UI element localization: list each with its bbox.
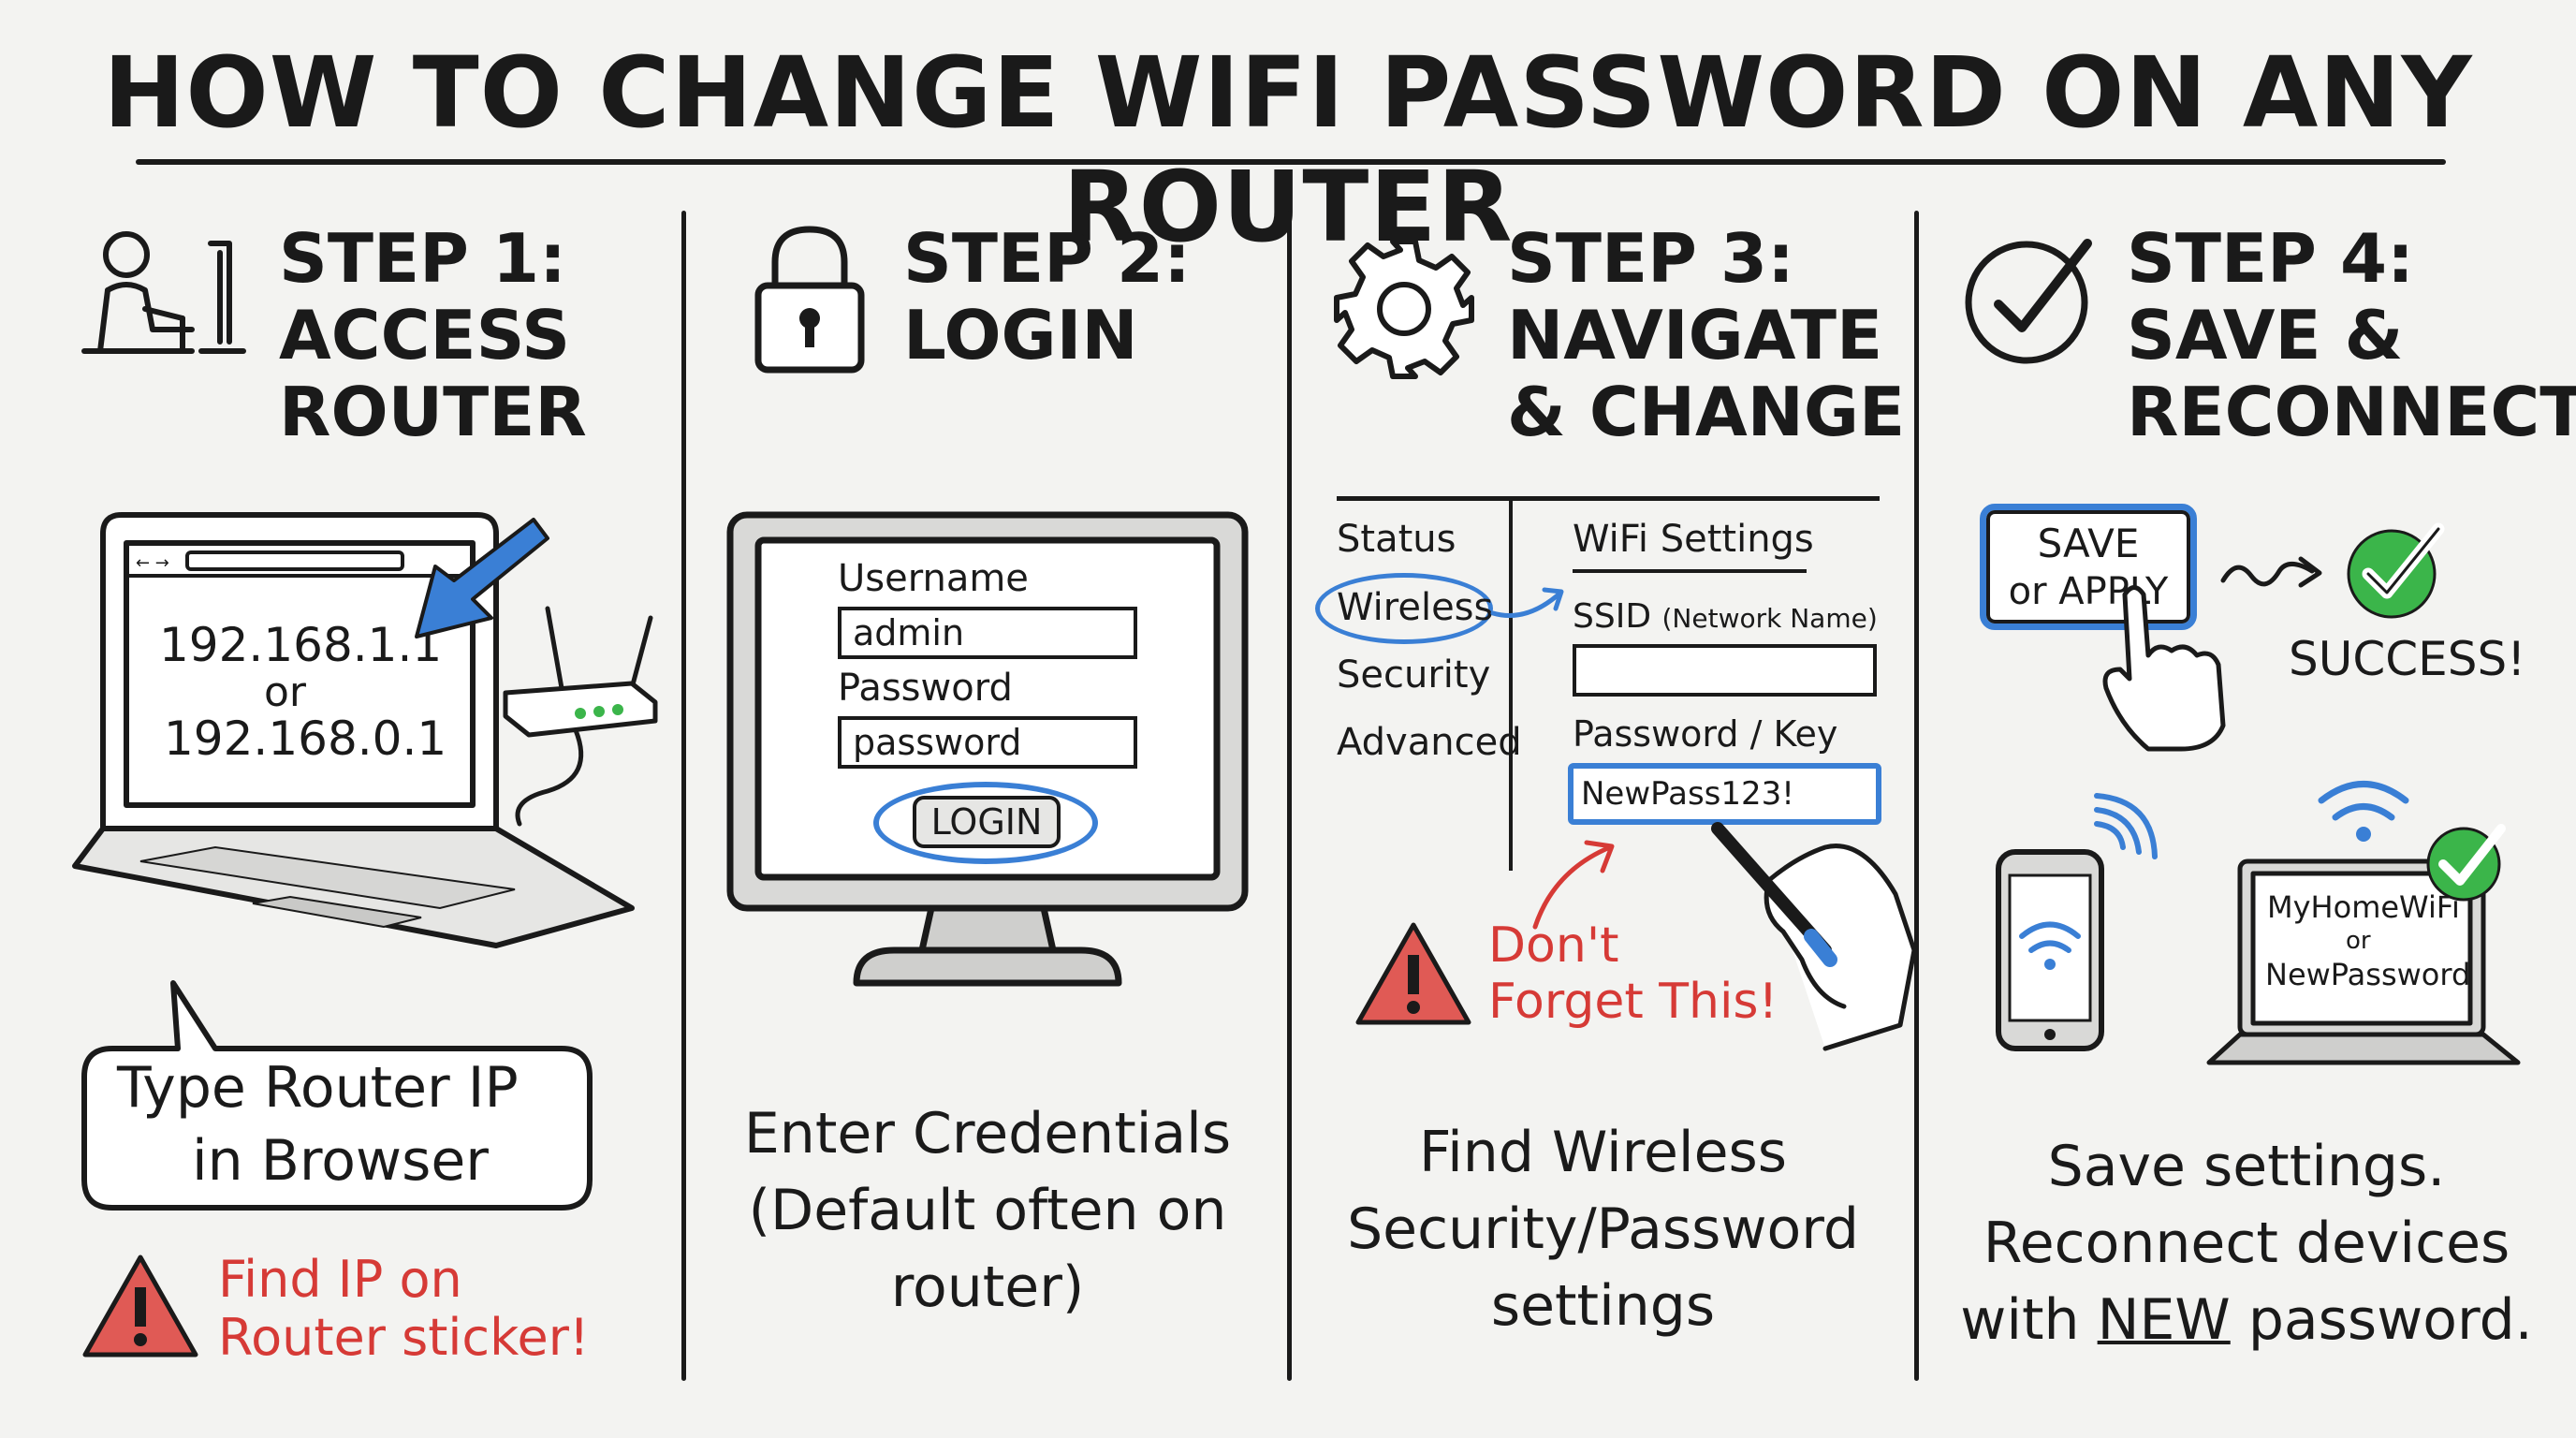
menu-item-advanced[interactable]: Advanced — [1337, 721, 1522, 764]
step3-warning-line2: Forget This! — [1488, 974, 1778, 1030]
step1-title-line2: ACCESS — [279, 296, 571, 374]
speech-bubble — [81, 980, 593, 1211]
step3-title-line2: NAVIGATE — [1507, 296, 1883, 374]
step1-warning-line2: Router sticker! — [218, 1308, 590, 1367]
reconnect-laptop-line3: NewPassword — [2265, 957, 2471, 992]
step3-caption-line2: Security/Password — [1347, 1196, 1859, 1262]
password-key-value: NewPass123! — [1581, 775, 1794, 813]
step4-title-line3: RECONNECT — [2127, 373, 2576, 451]
laptop-screen-ip-1: 192.168.1.1 — [159, 618, 443, 672]
writing-hand-icon — [1711, 822, 1917, 1051]
reconnect-laptop-line2: or — [2346, 927, 2371, 955]
step2-caption-line3: router) — [890, 1255, 1085, 1320]
svg-text:← →: ← → — [136, 553, 169, 573]
password-value: password — [853, 722, 1022, 763]
step4-title-line1: STEP 4: — [2127, 219, 2414, 298]
step2-caption: Enter Credentials (Default often on rout… — [693, 1095, 1282, 1326]
step2-title: STEP 2: LOGIN — [903, 220, 1191, 374]
laptop-screen-or: or — [264, 668, 307, 716]
ssid-note: (Network Name) — [1661, 603, 1878, 634]
step4-title-line2: SAVE & — [2127, 296, 2404, 374]
column-divider-2 — [1287, 211, 1292, 1381]
success-check-icon — [2347, 522, 2445, 619]
login-button-highlight — [873, 782, 1098, 864]
phone-signal-icon — [2094, 793, 2158, 859]
step1-title-line3: ROUTER — [279, 373, 587, 451]
warning-icon-step3 — [1355, 922, 1471, 1025]
step1-bubble-line1: Type Router IP — [117, 1055, 519, 1121]
step4-title: STEP 4: SAVE & RECONNECT — [2127, 220, 2576, 450]
step1-warning-line1: Find IP on — [218, 1250, 462, 1309]
settings-panel-top-rule — [1337, 496, 1880, 501]
step2-caption-line2: (Default often on — [748, 1178, 1227, 1243]
step2-title-line1: STEP 2: — [903, 219, 1191, 298]
step2-caption-line1: Enter Credentials — [743, 1101, 1232, 1167]
step3-warning-line1: Don't — [1488, 917, 1619, 974]
menu-item-status[interactable]: Status — [1337, 518, 1456, 561]
save-apply-button[interactable]: SAVE or APPLY — [1980, 504, 2197, 630]
column-divider-3 — [1914, 211, 1919, 1381]
laptop-screen-ip-2: 192.168.0.1 — [164, 712, 447, 766]
page-title: HOW TO CHANGE WIFI PASSWORD ON ANY ROUTE… — [103, 36, 2473, 264]
settings-panel-divider — [1509, 501, 1513, 871]
smartphone-icon — [1996, 849, 2104, 1051]
ssid-label: SSID (Network Name) — [1573, 597, 1878, 636]
login-button-label: LOGIN — [930, 801, 1043, 843]
step1-title: STEP 1: ACCESS ROUTER — [279, 220, 587, 450]
password-input[interactable]: password — [838, 716, 1137, 769]
step4-caption-line1: Save settings. — [2047, 1134, 2446, 1199]
red-arrow-icon — [1532, 840, 1615, 930]
step3-caption-line1: Find Wireless — [1418, 1120, 1788, 1185]
step1-title-line1: STEP 1: — [279, 219, 566, 298]
laptop-wifi-icon — [2318, 781, 2409, 842]
step4-caption-line3: with NEW password. — [1924, 1282, 2569, 1358]
password-key-input[interactable]: NewPass123! — [1568, 763, 1881, 825]
checkmark-circle-icon — [1965, 239, 2092, 364]
warning-icon — [82, 1255, 198, 1357]
title-underline — [136, 159, 2446, 165]
step3-title-line3: & CHANGE — [1507, 373, 1906, 451]
step4-caption-line2: Reconnect devices — [1983, 1211, 2510, 1276]
step1-bubble-line2: in Browser — [192, 1128, 489, 1194]
save-button-line1: SAVE — [2037, 521, 2140, 566]
password-key-label: Password / Key — [1573, 713, 1838, 755]
menu-item-wireless-highlight — [1315, 573, 1493, 644]
ssid-input[interactable] — [1573, 644, 1877, 697]
login-button[interactable]: LOGIN — [913, 796, 1061, 848]
ssid-label-text: SSID — [1573, 597, 1652, 636]
router-icon — [503, 606, 658, 827]
person-at-computer-icon — [81, 231, 246, 354]
wifi-settings-title: WiFi Settings — [1573, 518, 1814, 561]
menu-item-wireless[interactable]: Wireless — [1337, 586, 1494, 629]
step3-caption-line3: settings — [1490, 1273, 1716, 1339]
menu-item-security[interactable]: Security — [1337, 653, 1491, 697]
username-label: Username — [838, 557, 1029, 600]
step3-title-line1: STEP 3: — [1507, 219, 1794, 298]
step4-caption-pre: with — [1960, 1287, 2098, 1353]
squiggle-arrow-icon — [2220, 556, 2322, 588]
wifi-settings-underline — [1573, 569, 1807, 573]
step3-title: STEP 3: NAVIGATE & CHANGE — [1507, 220, 1905, 450]
step4-caption-post: password. — [2230, 1287, 2533, 1353]
blue-arrow-icon — [415, 518, 549, 638]
step4-caption-new: NEW — [2097, 1287, 2231, 1353]
password-label: Password — [838, 667, 1013, 710]
username-value: admin — [853, 612, 965, 653]
laptop-illustration: ← → — [72, 512, 635, 948]
column-divider-1 — [681, 211, 686, 1381]
reconnect-laptop-illustration — [2206, 858, 2521, 1065]
gear-icon — [1334, 239, 1474, 379]
laptop-check-icon — [2426, 824, 2506, 902]
step2-title-line2: LOGIN — [903, 296, 1138, 374]
step4-caption: Save settings. Reconnect devices with NE… — [1924, 1128, 2569, 1358]
username-input[interactable]: admin — [838, 607, 1137, 659]
success-text: SUCCESS! — [2289, 632, 2526, 686]
blue-curved-arrow-icon — [1490, 587, 1564, 618]
padlock-icon — [754, 226, 865, 374]
step3-caption: Find Wireless Security/Password settings — [1296, 1114, 1910, 1344]
reconnect-laptop-line1: MyHomeWiFi — [2267, 889, 2460, 925]
pointing-hand-icon — [2102, 585, 2226, 752]
